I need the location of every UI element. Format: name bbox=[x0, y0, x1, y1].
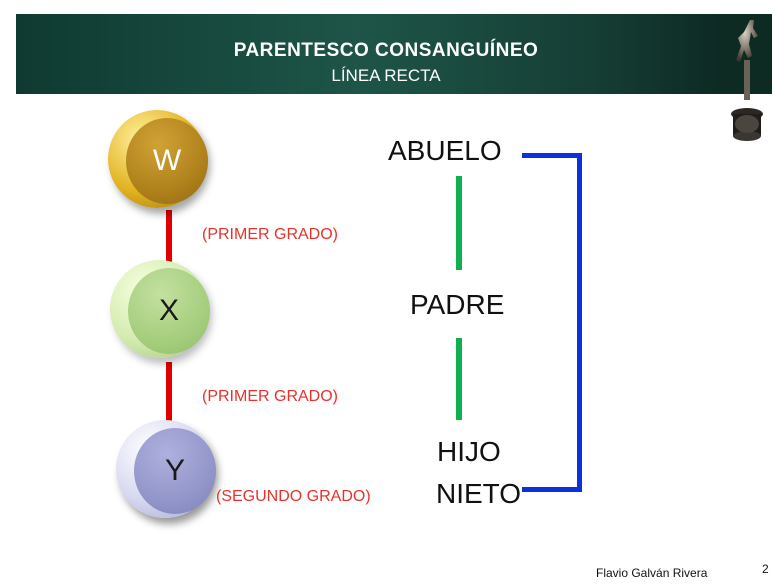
page-number: 2 bbox=[762, 562, 769, 576]
blue-bracket-vertical bbox=[577, 153, 582, 492]
kinship-abuelo: ABUELO bbox=[388, 135, 502, 166]
coin-w-label: W bbox=[152, 144, 182, 177]
coin-x-label: X bbox=[158, 294, 179, 327]
coin-x: X bbox=[110, 260, 212, 362]
slide-subtitle: LÍNEA RECTA bbox=[331, 66, 441, 85]
coin-y: Y bbox=[116, 420, 218, 522]
coin-y-label: Y bbox=[164, 454, 185, 487]
footer-author: Flavio Galván Rivera bbox=[596, 566, 708, 580]
kinship-nieto: NIETO bbox=[436, 478, 522, 509]
blue-bracket-top bbox=[522, 153, 582, 158]
kinship-padre: PADRE bbox=[410, 289, 505, 320]
statue-icon bbox=[714, 14, 772, 146]
connector-w-x bbox=[166, 210, 172, 266]
green-connector-bottom bbox=[456, 338, 462, 420]
grade-label-2: (PRIMER GRADO) bbox=[202, 388, 338, 405]
blue-bracket-bottom bbox=[522, 487, 582, 492]
kinship-hijo: HIJO bbox=[437, 436, 501, 467]
grade-label-3: (SEGUNDO GRADO) bbox=[216, 488, 371, 505]
green-connector-top bbox=[456, 176, 462, 270]
grade-label-1: (PRIMER GRADO) bbox=[202, 226, 338, 243]
header-banner bbox=[16, 14, 772, 94]
connector-x-y bbox=[166, 362, 172, 426]
slide-title: PARENTESCO CONSANGUÍNEO bbox=[233, 40, 539, 61]
coin-w: W bbox=[108, 110, 210, 212]
